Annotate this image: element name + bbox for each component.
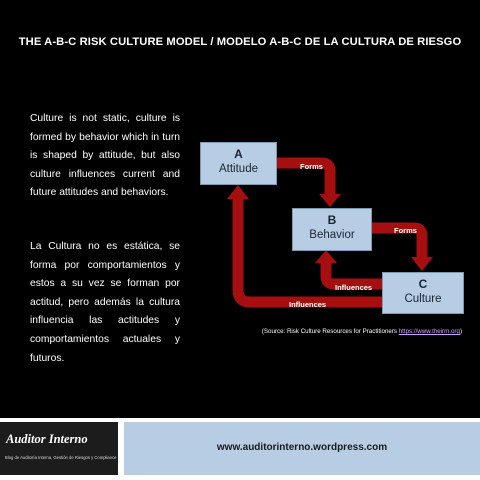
arrow-c-influences-a-head [227, 185, 249, 199]
source-link[interactable]: https://www.theirm.org [398, 328, 460, 335]
label-c-influences-b: Influences [335, 283, 373, 292]
spanish-paragraph: La Cultura no es estática, se forma por … [30, 241, 180, 364]
label-b-forms-c: Forms [394, 226, 417, 235]
footer-site-panel: www.auditorinterno.wordpress.com [124, 422, 480, 475]
label-c-influences-a: Influences [289, 300, 327, 309]
slide: THE A-B-C RISK CULTURE MODEL / MODELO A-… [0, 0, 480, 418]
box-culture: C Culture [382, 272, 464, 314]
source-suffix: ) [459, 328, 462, 335]
abc-diagram [227, 157, 433, 308]
footer-brand-panel: Auditor Interno Blog de Auditoría Intern… [0, 422, 118, 475]
arrow-b-forms-c-head [411, 257, 433, 271]
arrow-c-influences-a [232, 198, 382, 308]
box-c-letter: C [418, 277, 428, 291]
box-a-letter: A [234, 147, 243, 161]
arrow-c-influences-b-head [315, 250, 337, 263]
brand-logo-text: Auditor Interno [6, 432, 88, 446]
slide-title: THE A-B-C RISK CULTURE MODEL / MODELO A-… [18, 36, 462, 48]
brand-tagline: Blog de Auditoría Interna, Gestión de Ri… [5, 455, 117, 460]
box-b-letter: B [327, 213, 337, 227]
box-b-name: Behavior [309, 229, 355, 241]
english-paragraph: Culture is not static, culture is formed… [30, 113, 180, 199]
box-behavior: B Behavior [292, 208, 372, 251]
box-a-name: Attitude [219, 163, 258, 175]
box-attitude: A Attitude [200, 142, 277, 185]
arrow-c-influences-b [320, 262, 382, 290]
box-c-name: Culture [404, 293, 442, 305]
source-note: (Source: Risk Culture Resources for Prac… [262, 328, 462, 335]
label-a-forms-b: Forms [300, 162, 323, 171]
arrow-a-forms-b [276, 157, 336, 196]
arrow-a-forms-b-head [319, 194, 341, 207]
site-url[interactable]: www.auditorinterno.wordpress.com [216, 442, 388, 453]
source-prefix: (Source: Risk Culture Resources for Prac… [261, 328, 399, 335]
arrow-b-forms-c [371, 222, 428, 258]
